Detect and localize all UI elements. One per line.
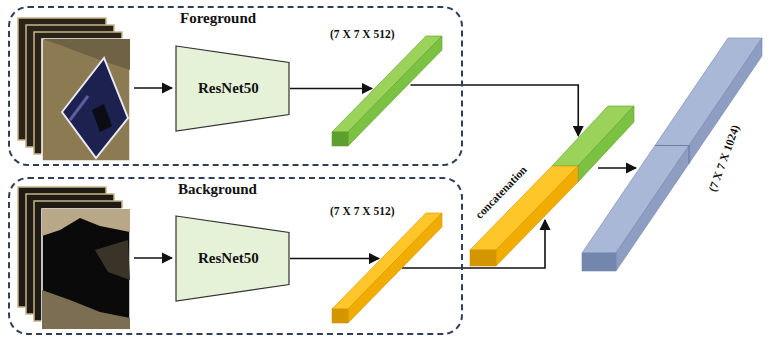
video-frame	[42, 39, 130, 161]
flow-arrow	[290, 88, 372, 90]
cnn-block: ResNet50	[175, 45, 290, 132]
bar-top-face	[332, 213, 442, 309]
node-outline	[330, 28, 445, 150]
bar-end-face	[332, 309, 348, 323]
block-label: ResNet50	[198, 250, 259, 267]
bar-top-face	[332, 36, 442, 132]
bar-end-face	[582, 253, 616, 271]
node-outline	[578, 28, 773, 273]
flow-arrow	[290, 258, 379, 260]
feature-tensor: (7 X 7 X 512)	[330, 205, 445, 327]
dimension-label: (7 X 7 X 512)	[330, 205, 395, 218]
group-region: ForegroundResNet50 (7 X 7 X 512)	[8, 6, 463, 166]
bar-side-face	[348, 36, 442, 146]
flow-arrow	[598, 167, 636, 169]
dimension-label: (7 X 7 X 1024)	[706, 123, 742, 193]
concat-seam	[655, 146, 689, 164]
block-label: ResNet50	[198, 80, 259, 97]
bar-side-face	[348, 213, 442, 323]
background-frame-stack	[18, 187, 130, 329]
input-arrow	[134, 257, 172, 259]
foreground-frame-stack	[18, 18, 130, 161]
foreground-object	[62, 58, 128, 158]
feature-tensor: (7 X 7 X 512)	[330, 28, 445, 150]
bar-side-face	[616, 146, 689, 272]
feature-tensor: (7 X 7 X 1024)	[578, 28, 773, 273]
dimension-label: (7 X 7 X 512)	[330, 28, 395, 41]
bar-side-face	[578, 106, 634, 182]
bar-end-face	[470, 250, 496, 266]
input-arrow	[134, 87, 172, 89]
bar-end-face	[332, 132, 348, 146]
group-title: Foreground	[180, 10, 256, 27]
trapezoid-outline	[176, 216, 289, 301]
cnn-block: ResNet50	[175, 215, 290, 302]
flow-arrow	[411, 85, 579, 136]
group-region: BackgroundResNet50 (7 X 7 X 512)	[8, 177, 463, 335]
foreground-object-detail	[92, 104, 112, 132]
group-title: Background	[178, 181, 257, 198]
foreground-object-detail	[70, 96, 88, 120]
background-region	[42, 290, 130, 329]
background-region	[95, 240, 130, 280]
trapezoid-outline	[176, 46, 289, 131]
frame-texture	[42, 39, 130, 70]
video-frame	[42, 209, 130, 329]
node-outline	[330, 205, 445, 327]
background-region	[42, 209, 130, 236]
